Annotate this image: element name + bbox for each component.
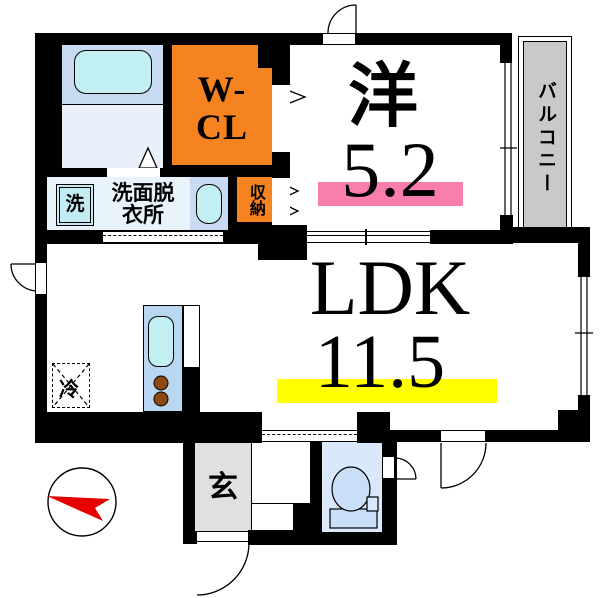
yo-ldk-sliding-door-track [307,235,430,236]
balcony-floor [523,41,567,233]
western-room-door-leaf [322,33,356,45]
wall-sink-storage [228,177,237,230]
compass-circle [47,467,117,537]
kitchen-sink [148,316,174,367]
storage-door-gap [272,178,290,222]
entrance-door-leaf [196,531,249,542]
ldk-size: 11.5 [314,320,446,405]
wall-ldk-corner [258,225,307,260]
wall-wcl-notch [258,45,272,68]
walk-in-closet-label: W-CL [195,69,248,147]
wall-yo-left-b [272,152,290,178]
pink-highlight-bar [318,182,463,206]
storage-room [237,177,272,222]
compass-north-arrow [47,496,110,521]
ldk-window [575,277,593,395]
wall-under-wcl [163,165,290,177]
ldk-label: LDK [309,244,471,332]
wall-toilet-bottom [310,532,397,545]
balcony-label: バルコニー [534,80,556,196]
wcl-door-gap [272,85,290,152]
wall-yo-right-top [500,33,512,63]
vanity-sink [196,184,222,224]
storage-label: 収納 [246,184,264,216]
walk-in-closet-room [172,45,272,165]
laundry-label: 洗 [65,194,85,216]
wall-yo-left-a [272,33,290,85]
wall-band-right [357,412,390,443]
refrigerator-box [52,363,90,408]
ldk-hall-sliding-door-track [262,434,357,435]
wall-under-storage [237,222,272,230]
wall-hall-bottom [248,530,310,545]
wall-bottom-band [35,412,262,443]
refrigerator-label: 冷 [59,378,79,401]
entrance-floor [195,442,252,532]
ldk-bottom-door-swing [440,442,487,489]
toilet-door-swing [394,457,417,480]
wall-genkan-bottom-left [183,531,197,544]
wall-right-lower [578,395,590,430]
washing-machine [56,184,94,226]
wall-kitchen-stub [183,368,200,412]
western-room-size: 5.2 [341,126,439,214]
yo-ldk-sliding-door [307,229,430,245]
wall-left-thick [35,33,62,177]
toilet-door-leaf [382,456,395,479]
wall-hall-step [293,503,322,532]
washroom-label: 洗面脱 衣所 [111,180,175,227]
ldk-bottom-door-leaf [440,430,486,442]
washing-machine-inner [59,187,91,223]
yo-ldk-sliding-door-tick [365,229,367,245]
ldk-hall-sliding-door [262,430,357,442]
ldk-left-door-leaf [35,262,47,295]
washroom-sliding-door-track [103,235,223,236]
entrance-step-line [252,503,293,504]
bathroom-door-gap [107,168,160,177]
bathtub [74,50,152,94]
wall-right-upper [578,238,590,277]
wall-bath-wcl [163,33,172,177]
wall-under-balcony [513,227,590,243]
bathroom-lower-floor [62,105,163,168]
western-room-label: 洋 [348,59,418,137]
entrance-door-swing [196,542,250,596]
ldk-left-door-swing [10,263,39,292]
wall-ldk-top-right [430,230,513,244]
washroom-sliding-door [103,231,223,243]
western-room-door-swing [327,4,357,34]
compass [47,467,117,537]
wall-genkan-left [183,442,195,532]
toilet-room-floor [322,442,382,532]
kitchen-side-counter [183,305,200,368]
entrance-label: 玄 [208,471,238,505]
balcony-window [500,63,517,215]
yellow-highlight-bar [277,379,497,403]
